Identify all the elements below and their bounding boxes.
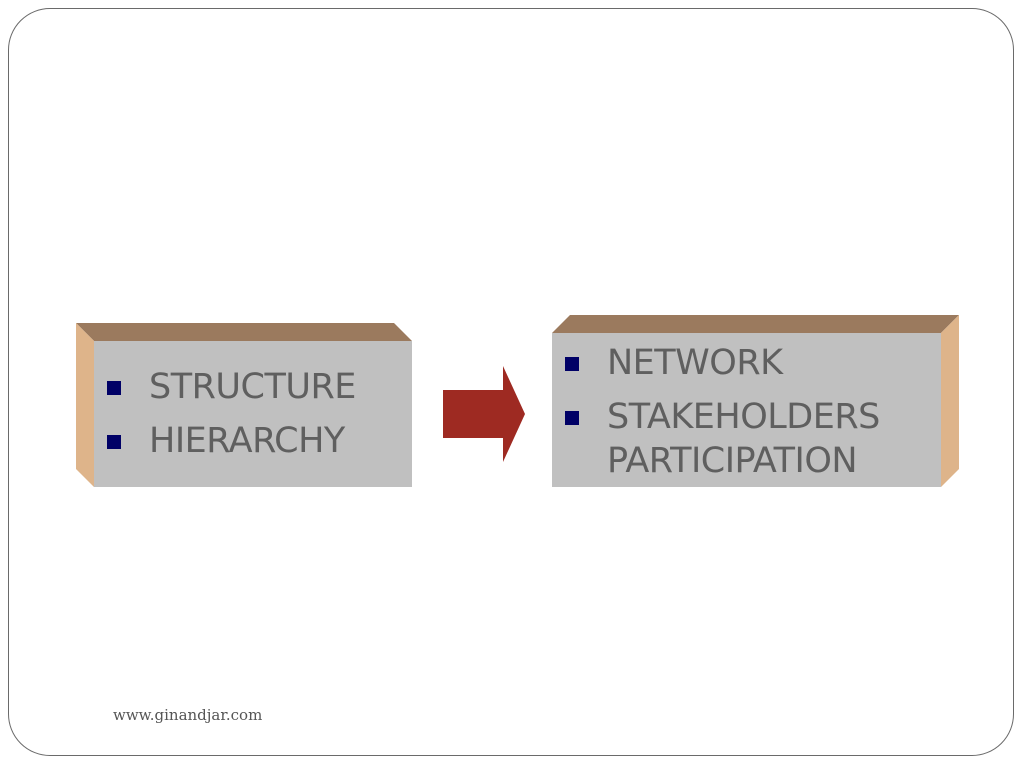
right-box-top-face — [552, 315, 959, 333]
square-bullet-icon — [565, 411, 579, 425]
left-box-content: STRUCTURE HIERARCHY — [94, 365, 412, 463]
right-arrow-icon — [443, 366, 525, 462]
left-box: STRUCTURE HIERARCHY — [76, 323, 412, 487]
left-box-list: STRUCTURE HIERARCHY — [94, 365, 412, 463]
list-item-label: STAKEHOLDERS PARTICIPATION — [607, 397, 880, 481]
right-box-front-face — [552, 333, 941, 487]
list-item: STRUCTURE — [94, 365, 412, 409]
list-item: NETWORK — [552, 341, 941, 385]
list-item-label: HIERARCHY — [149, 421, 345, 461]
list-item-label: NETWORK — [607, 343, 783, 383]
right-box: NETWORK STAKEHOLDERS PARTICIPATION — [552, 315, 959, 487]
left-box-top-face — [76, 323, 412, 341]
list-item: STAKEHOLDERS PARTICIPATION — [552, 395, 927, 483]
square-bullet-icon — [107, 381, 121, 395]
right-box-content: NETWORK STAKEHOLDERS PARTICIPATION — [552, 341, 941, 483]
left-box-faces — [76, 323, 412, 487]
right-box-faces — [552, 315, 959, 487]
left-box-front-face — [94, 341, 412, 487]
square-bullet-icon — [107, 435, 121, 449]
left-box-side-face — [76, 323, 94, 487]
list-item: HIERARCHY — [94, 419, 412, 463]
right-box-list: NETWORK STAKEHOLDERS PARTICIPATION — [552, 341, 941, 483]
square-bullet-icon — [565, 357, 579, 371]
right-arrow-shape — [443, 366, 525, 462]
list-item-label: STRUCTURE — [149, 367, 356, 407]
footer-website: www.ginandjar.com — [113, 706, 263, 724]
right-box-side-face — [941, 315, 959, 487]
